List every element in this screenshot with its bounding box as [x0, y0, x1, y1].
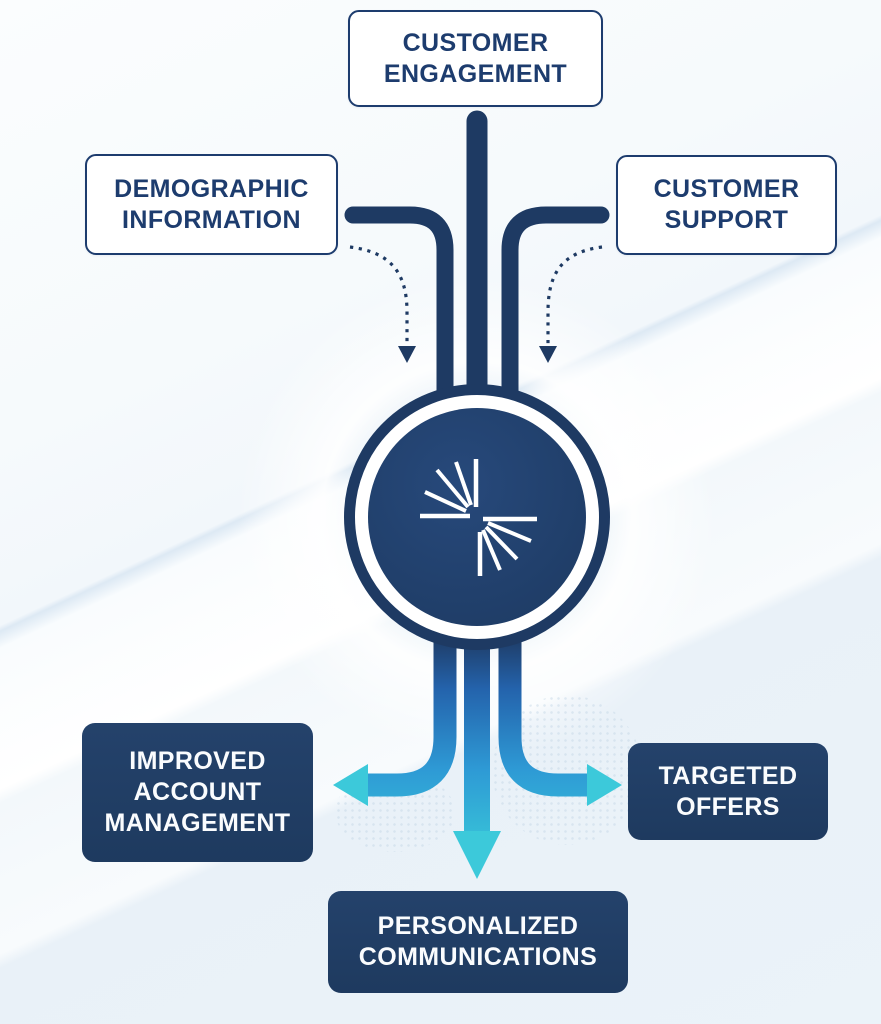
input-label-demographic-information: DEMOGRAPHIC INFORMATION — [114, 174, 309, 234]
output-box-personalized-communications: PERSONALIZED COMMUNICATIONS — [328, 891, 628, 993]
connector-customer-support — [501, 206, 610, 439]
hub-outer-ring — [344, 384, 610, 650]
hub-inner-disc — [368, 408, 586, 626]
input-label-customer-engagement: CUSTOMER ENGAGEMENT — [383, 28, 568, 88]
input-label-customer-support: CUSTOMER SUPPORT — [653, 175, 800, 234]
input-box-demographic-information: DEMOGRAPHIC INFORMATION — [85, 154, 338, 255]
dashed-arrowhead-left — [398, 346, 416, 363]
hub-circle — [344, 384, 610, 650]
dashed-arrow-right — [546, 245, 603, 347]
output-label-personalized-communications: PERSONALIZED COMMUNICATIONS — [358, 912, 598, 971]
input-box-customer-support: CUSTOMER SUPPORT — [616, 155, 837, 255]
halftone-dots-texture — [492, 695, 642, 845]
connector-demographic-information — [344, 206, 454, 439]
output-arrowhead-center — [453, 831, 501, 879]
output-arrowhead-right — [587, 764, 622, 806]
output-line-right — [498, 640, 587, 797]
dashed-arrow-left — [349, 245, 409, 347]
output-box-targeted-offers: TARGETED OFFERS — [628, 743, 828, 840]
output-line-left — [368, 640, 457, 797]
output-arrowhead-left — [333, 764, 368, 806]
halftone-dots-texture — [335, 772, 455, 852]
output-box-improved-account-management: IMPROVED ACCOUNT MANAGEMENT — [82, 723, 313, 862]
output-label-targeted-offers: TARGETED OFFERS — [658, 761, 798, 821]
input-box-customer-engagement: CUSTOMER ENGAGEMENT — [348, 10, 603, 107]
output-label-improved-account-management: IMPROVED ACCOUNT MANAGEMENT — [104, 747, 291, 837]
dashed-arrowhead-right — [539, 346, 557, 363]
confluent-starburst-icon — [420, 459, 537, 576]
